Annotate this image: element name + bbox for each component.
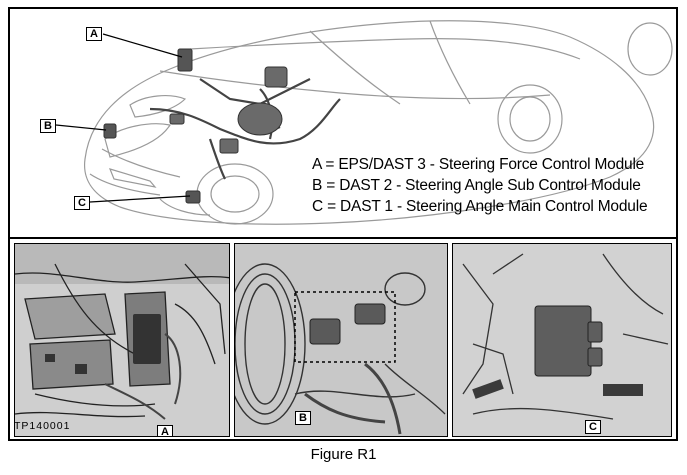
legend-item-a: A = EPS/DAST 3 - Steering Force Control … — [312, 156, 645, 173]
legend-item-c: C = DAST 1 - Steering Angle Main Control… — [312, 198, 648, 215]
callout-a: A — [86, 27, 102, 41]
photo-b-drawing — [235, 244, 447, 436]
figure-frame: A B C A = EPS/DAST 3 - Steering Force Co… — [8, 7, 678, 441]
module-legend: A = EPS/DAST 3 - Steering Force Control … — [312, 154, 648, 217]
photo-module-b: B — [234, 243, 448, 437]
photo-module-a: A — [14, 243, 230, 437]
photo-c-drawing — [453, 244, 671, 436]
module-c-shape — [185, 190, 201, 204]
module-a-shape — [177, 48, 193, 72]
figure-caption: Figure R1 — [310, 446, 377, 463]
photo-c-callout: C — [585, 420, 601, 434]
callout-b: B — [40, 119, 56, 133]
photo-a-drawing — [15, 244, 229, 436]
module-b-shape — [103, 123, 117, 139]
photo-a-callout: A — [157, 425, 173, 436]
legend-item-b: B = DAST 2 - Steering Angle Sub Control … — [312, 177, 641, 194]
photo-b-callout: B — [295, 411, 311, 425]
reference-code: TP140001 — [14, 420, 71, 432]
car-drawing — [55, 20, 673, 225]
callout-c: C — [74, 196, 90, 210]
panel-divider — [10, 237, 676, 239]
vehicle-overview-illustration: A B C A = EPS/DAST 3 - Steering Force Co… — [10, 9, 676, 237]
photo-module-c: C — [452, 243, 672, 437]
